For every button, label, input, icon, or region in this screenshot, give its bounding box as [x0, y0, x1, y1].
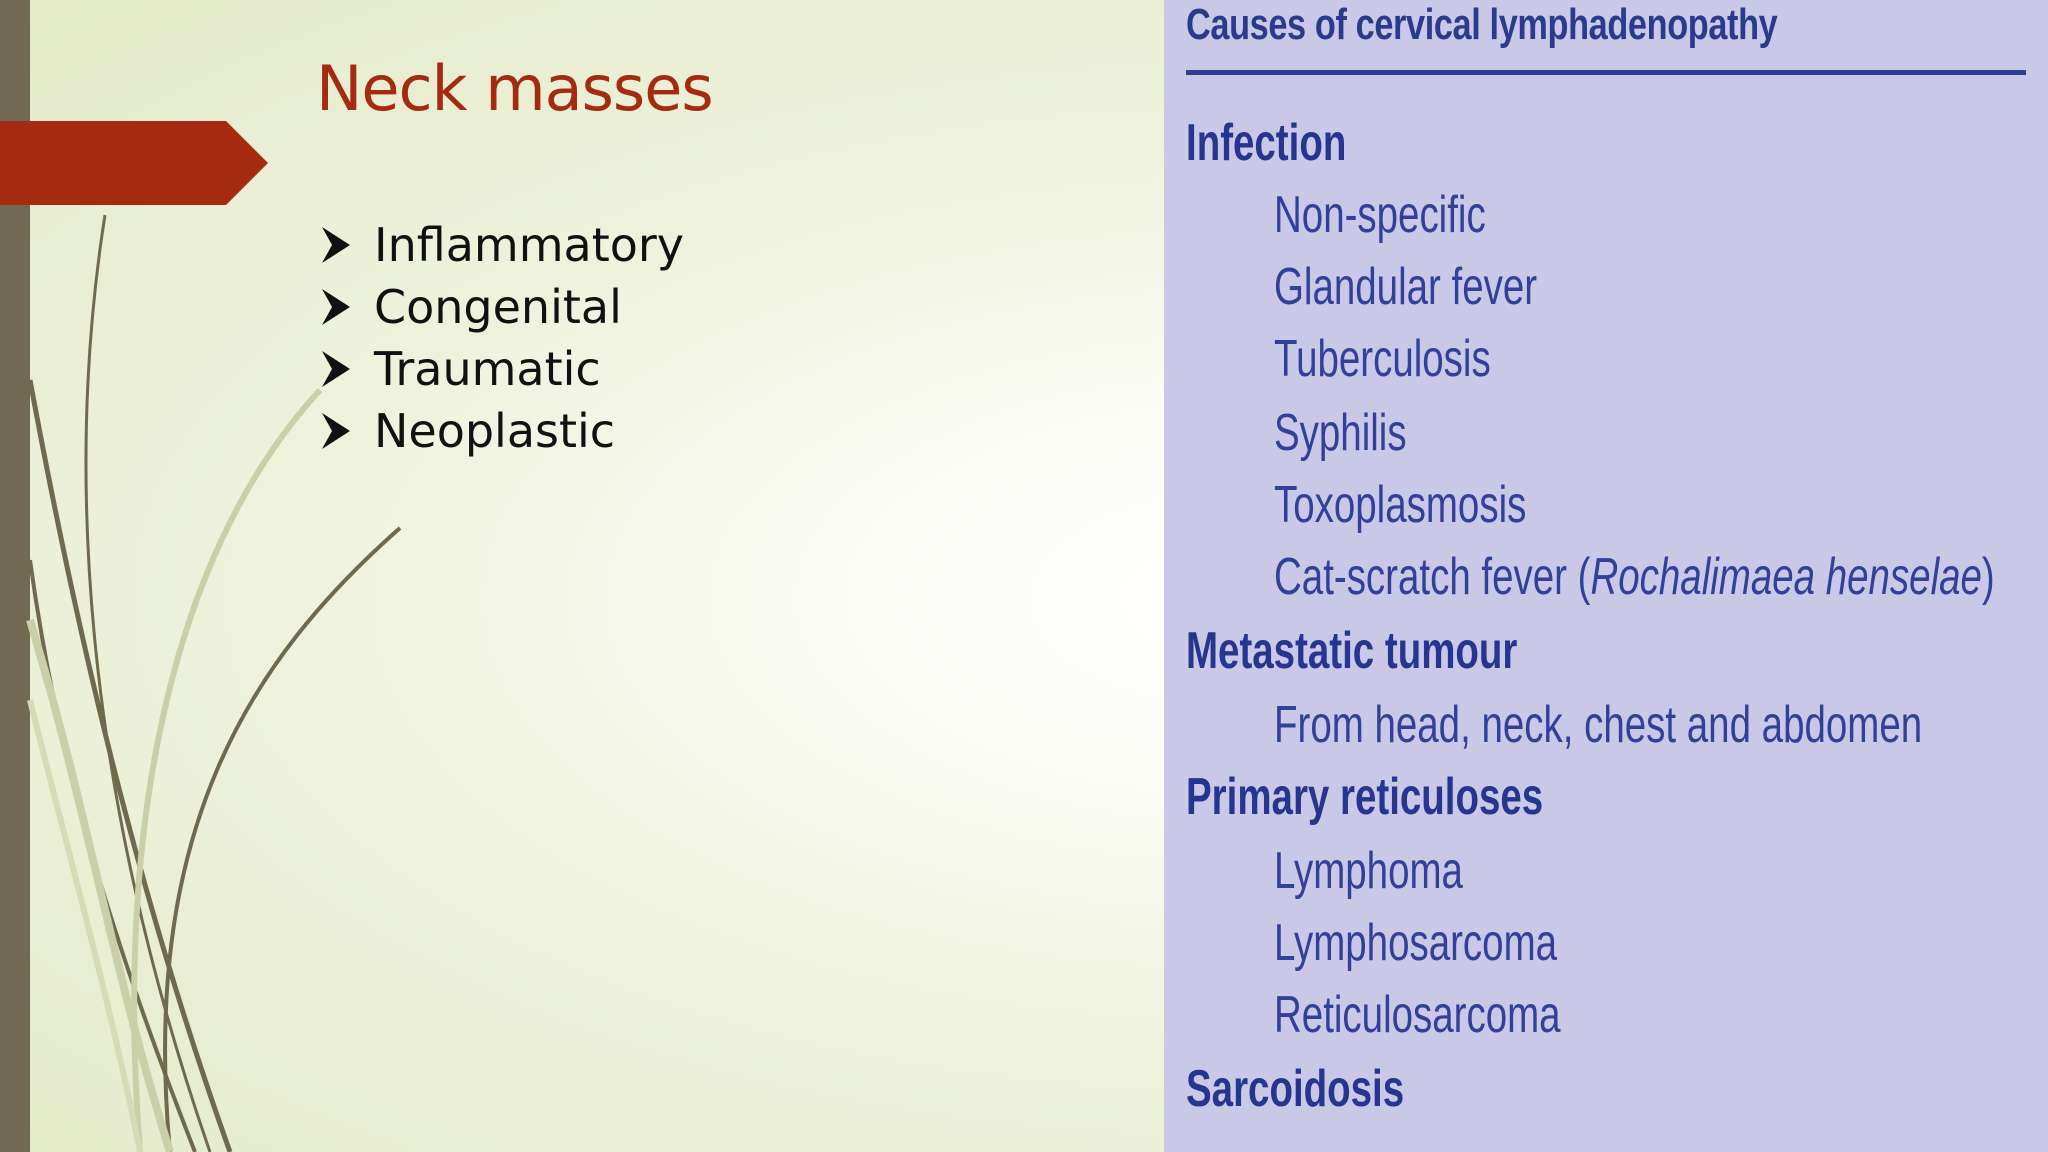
- cat-scratch-prefix: Cat-scratch fever (: [1274, 548, 1591, 606]
- cause-item: Non-specific: [1274, 186, 1486, 244]
- table-heading-rule: [1186, 70, 2026, 75]
- decorative-curves: [26, 214, 402, 1152]
- bullet-text: Congenital: [374, 280, 622, 334]
- cause-item: Syphilis: [1274, 404, 1407, 462]
- arrow-bullet-icon: [322, 227, 350, 263]
- title-marker-arrow: [0, 121, 268, 205]
- cause-item: From head, neck, chest and abdomen: [1274, 696, 1923, 754]
- cause-item: Reticulosarcoma: [1274, 986, 1561, 1044]
- bullet-item-neoplastic: Neoplastic: [316, 400, 684, 462]
- bullet-text: Inflammatory: [374, 218, 685, 272]
- slide-title: Neck masses: [316, 52, 714, 125]
- cause-item: Toxoplasmosis: [1274, 476, 1527, 534]
- bullet-item-traumatic: Traumatic: [316, 338, 684, 400]
- arrow-bullet-icon: [322, 289, 350, 325]
- table-heading: Causes of cervical lymphadenopathy: [1186, 0, 1778, 49]
- bullet-item-inflammatory: Inflammatory: [316, 214, 684, 276]
- cat-scratch-suffix: ): [1981, 548, 1995, 606]
- category-infection: Infection: [1186, 114, 1347, 172]
- bullet-item-congenital: Congenital: [316, 276, 684, 338]
- cause-item-cat-scratch: Cat-scratch fever (Rochalimaea henselae): [1274, 546, 1995, 608]
- category-metastatic-tumour: Metastatic tumour: [1186, 622, 1518, 680]
- cause-item: Lymphoma: [1274, 842, 1463, 900]
- organism-name: Rochalimaea henselae: [1590, 548, 1982, 606]
- arrow-bullet-icon: [322, 413, 350, 449]
- category-primary-reticuloses: Primary reticuloses: [1186, 768, 1544, 826]
- cause-item: Tuberculosis: [1274, 330, 1491, 388]
- bullet-text: Neoplastic: [374, 404, 616, 458]
- arrow-bullet-icon: [322, 351, 350, 387]
- cause-item: Lymphosarcoma: [1274, 914, 1558, 972]
- category-sarcoidosis: Sarcoidosis: [1186, 1060, 1405, 1118]
- bullet-text: Traumatic: [374, 342, 601, 396]
- bullet-list: Inflammatory Congenital Traumatic Neopla…: [316, 214, 684, 462]
- lymphadenopathy-causes-table: Causes of cervical lymphadenopathy Infec…: [1164, 0, 2048, 1152]
- cause-item: Glandular fever: [1274, 258, 1538, 316]
